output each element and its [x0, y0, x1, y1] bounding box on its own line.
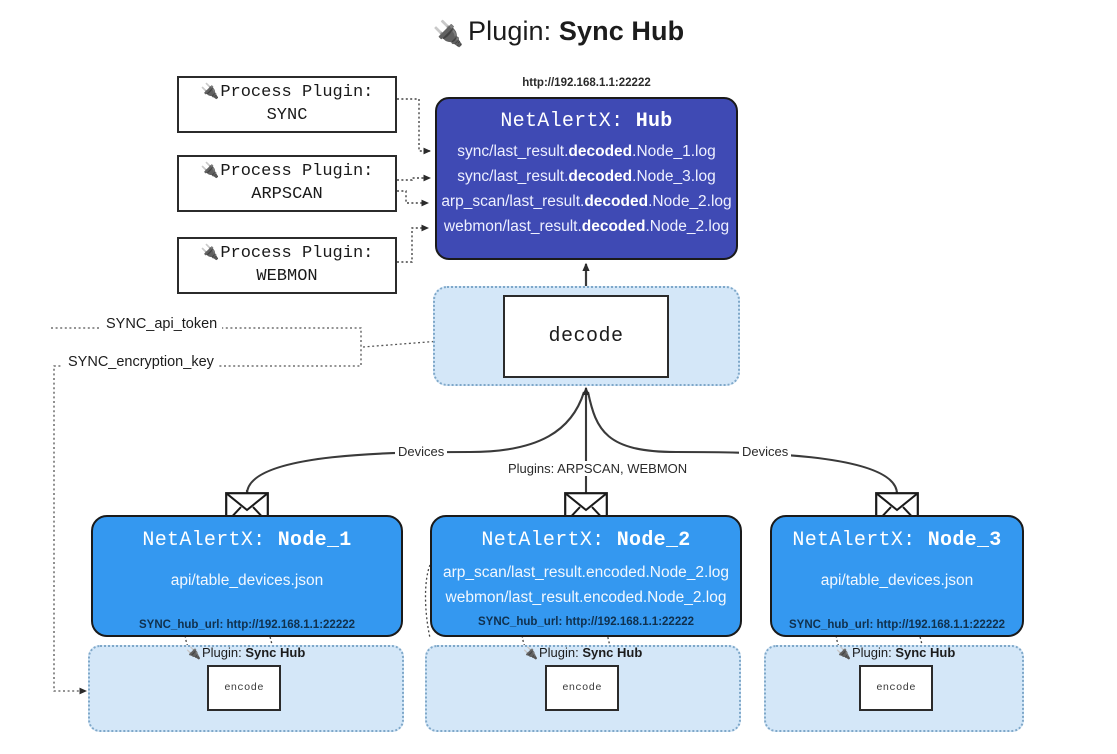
- node-3-line-0: api/table_devices.json: [820, 572, 974, 589]
- plug-icon: 🔌: [836, 646, 851, 660]
- encode-box-1[interactable]: encode: [207, 665, 281, 711]
- node-2-line-1: webmon/last_result.encoded.Node_2.log: [445, 589, 727, 606]
- process-plugin-arpscan-line1: 🔌Process Plugin:: [200, 161, 374, 181]
- node-1-hub-url: SYNC_hub_url: http://192.168.1.1:22222: [138, 619, 356, 631]
- plug-icon: 🔌: [432, 20, 465, 48]
- process-plugin-sync[interactable]: 🔌Process Plugin: SYNC: [177, 76, 397, 133]
- plug-icon: 🔌: [200, 83, 220, 101]
- node-1-line-0: api/table_devices.json: [170, 572, 324, 589]
- plug-icon: 🔌: [186, 646, 201, 660]
- encode-box-2[interactable]: encode: [545, 665, 619, 711]
- plug-icon: 🔌: [200, 244, 220, 262]
- process-plugin-webmon-line1: 🔌Process Plugin:: [200, 243, 374, 263]
- encode-box-3[interactable]: encode: [859, 665, 933, 711]
- node-1[interactable]: NetAlertX: Node_1 api/table_devices.json…: [91, 515, 403, 637]
- process-plugin-webmon[interactable]: 🔌Process Plugin: WEBMON: [177, 237, 397, 294]
- plug-icon: 🔌: [200, 162, 220, 180]
- hub-log-0: sync/last_result.decoded.Node_1.log: [457, 143, 716, 160]
- decode-box[interactable]: decode: [503, 295, 669, 378]
- process-plugin-sync-line1: 🔌Process Plugin:: [200, 82, 374, 102]
- edge-label-devices-right: Devices: [739, 444, 792, 459]
- encode-panel-2-plugin-label: 🔌Plugin: Sync Hub: [523, 645, 643, 660]
- node-2-title: NetAlertX: Node_2: [481, 529, 691, 552]
- node-2[interactable]: NetAlertX: Node_2 arp_scan/last_result.e…: [430, 515, 742, 637]
- edge-label-devices-left: Devices: [395, 444, 448, 459]
- hub-node[interactable]: NetAlertX: Hub sync/last_result.decoded.…: [435, 97, 738, 260]
- hub-title: NetAlertX: Hub: [500, 110, 673, 133]
- hub-url-label: http://192.168.1.1:22222: [522, 77, 651, 89]
- node-3[interactable]: NetAlertX: Node_3 api/table_devices.json…: [770, 515, 1024, 637]
- node-3-hub-url: SYNC_hub_url: http://192.168.1.1:22222: [788, 619, 1006, 631]
- encode-panel-1-plugin-label: 🔌Plugin: Sync Hub: [186, 645, 306, 660]
- hub-log-1: sync/last_result.decoded.Node_3.log: [457, 168, 716, 185]
- process-plugin-webmon-line2: WEBMON: [256, 266, 318, 286]
- edge-label-plugins-center: Plugins: ARPSCAN, WEBMON: [505, 461, 691, 476]
- process-plugin-arpscan-line2: ARPSCAN: [251, 184, 323, 204]
- sync-api-token-label: SYNC_api_token: [101, 316, 223, 332]
- node-1-title: NetAlertX: Node_1: [142, 529, 352, 552]
- hub-log-3: webmon/last_result.decoded.Node_2.log: [443, 218, 730, 235]
- process-plugin-arpscan[interactable]: 🔌Process Plugin: ARPSCAN: [177, 155, 397, 212]
- process-plugin-sync-line2: SYNC: [266, 105, 308, 125]
- node-3-title: NetAlertX: Node_3: [792, 529, 1002, 552]
- page-title: 🔌Plugin: Sync Hub: [0, 16, 1117, 48]
- page-title-prefix: Plugin:: [468, 16, 559, 46]
- node-2-line-0: arp_scan/last_result.encoded.Node_2.log: [442, 564, 730, 581]
- plug-icon: 🔌: [523, 646, 538, 660]
- page-title-name: Sync Hub: [558, 16, 685, 46]
- sync-encryption-key-label: SYNC_encryption_key: [63, 354, 219, 370]
- hub-log-2: arp_scan/last_result.decoded.Node_2.log: [441, 193, 732, 210]
- node-2-hub-url: SYNC_hub_url: http://192.168.1.1:22222: [477, 616, 695, 628]
- encode-panel-3-plugin-label: 🔌Plugin: Sync Hub: [836, 645, 956, 660]
